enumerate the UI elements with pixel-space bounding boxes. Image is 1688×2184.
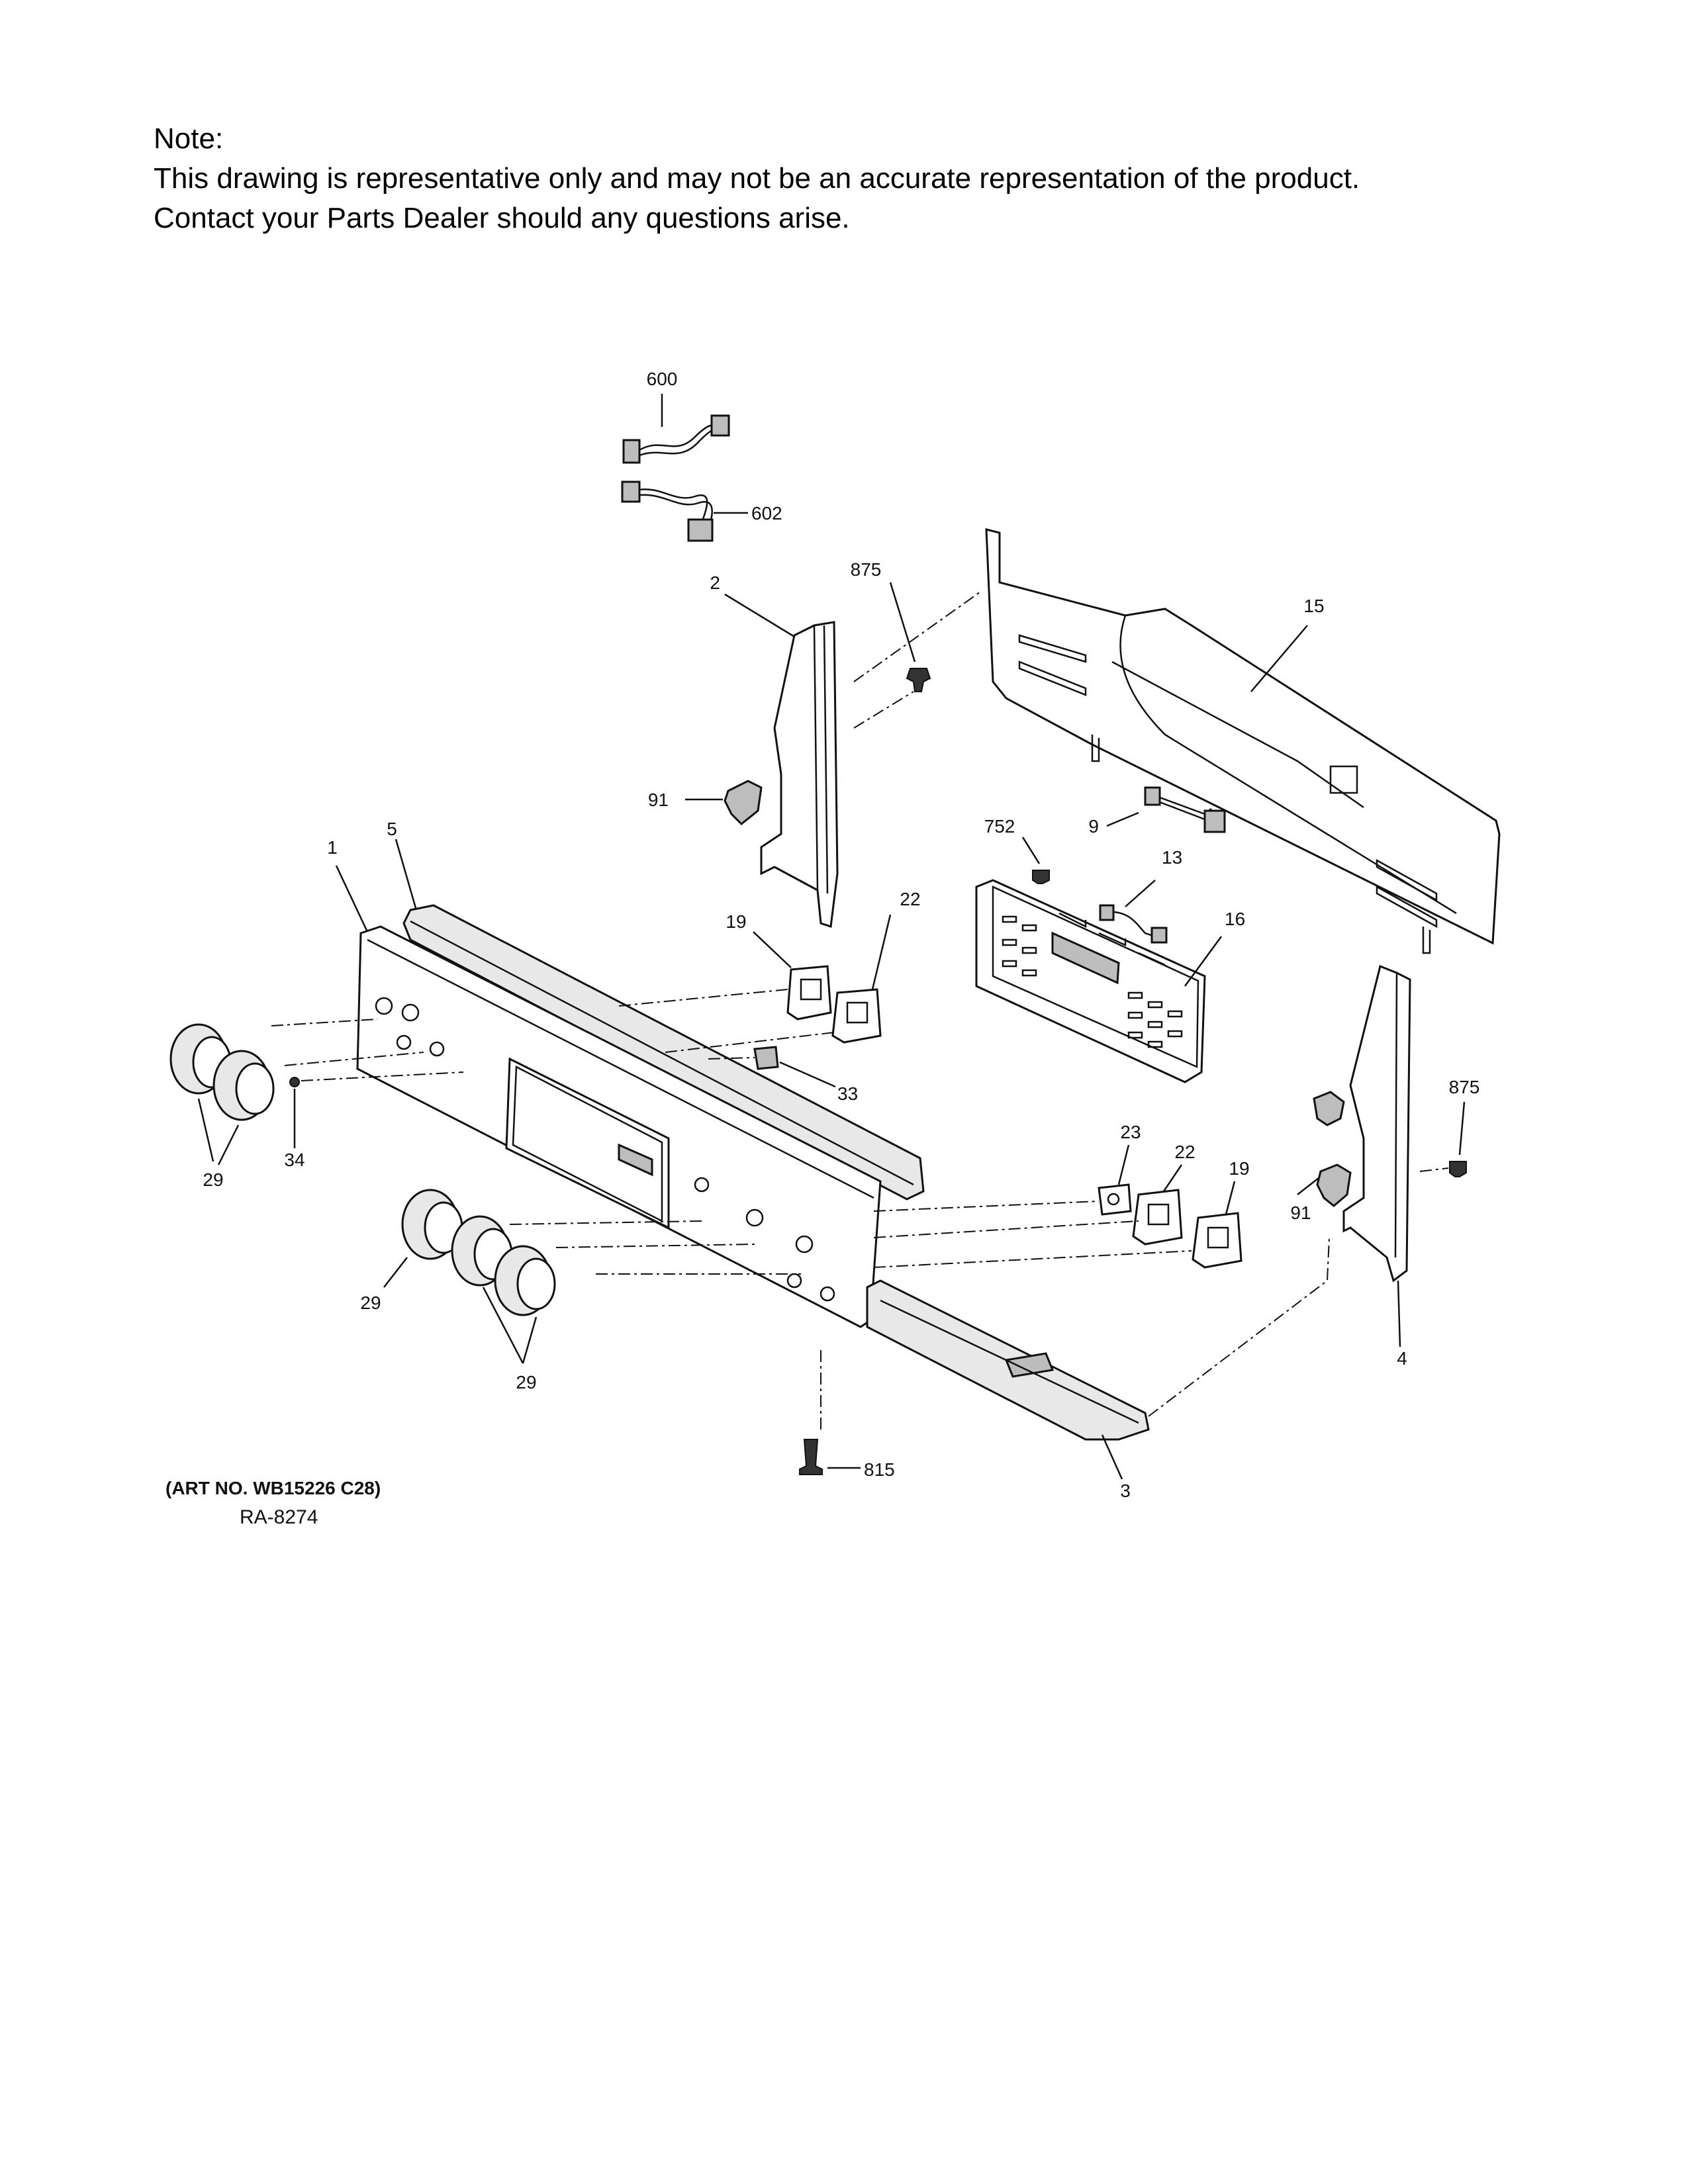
knob-29-mid-b <box>451 1215 513 1287</box>
switch-22-bottom <box>1132 1189 1183 1246</box>
callout-91-left: 91 <box>648 790 669 810</box>
screw-875-top <box>906 668 931 692</box>
harness-9 <box>1144 786 1226 833</box>
switch-19-top <box>786 965 832 1021</box>
callout-15: 15 <box>1303 596 1324 616</box>
pin-34 <box>289 1077 300 1087</box>
callout-2: 2 <box>710 572 720 593</box>
switch-22-top <box>831 988 882 1044</box>
control-board-16 <box>975 879 1206 1083</box>
callout-9: 9 <box>1088 816 1099 837</box>
wire-harness-600 <box>622 414 730 464</box>
callout-19-top: 19 <box>726 911 746 932</box>
callout-22-top: 22 <box>900 889 920 909</box>
note-line-2: Contact your Parts Dealer should any que… <box>154 202 850 234</box>
bracket-2 <box>760 621 839 929</box>
note-line-1: This drawing is representative only and … <box>154 162 1360 195</box>
callout-19-bottom: 19 <box>1229 1158 1249 1179</box>
switch-33 <box>753 1046 779 1070</box>
callout-29-left: 29 <box>203 1169 223 1190</box>
trim-5 <box>402 904 925 1201</box>
callout-13: 13 <box>1162 847 1182 868</box>
callout-34: 34 <box>284 1150 305 1170</box>
callout-5: 5 <box>387 819 397 839</box>
screw-815 <box>799 1439 823 1475</box>
callout-4: 4 <box>1397 1348 1407 1369</box>
callout-875-top: 875 <box>851 559 882 580</box>
rear-panel-15 <box>985 528 1501 954</box>
switch-19-bottom <box>1192 1212 1243 1269</box>
ra-number: RA-8274 <box>240 1506 318 1528</box>
control-panel-1 <box>356 925 882 1328</box>
callout-29-bottom: 29 <box>516 1372 536 1392</box>
knob-29-mid-c <box>494 1245 556 1316</box>
callout-29-mid: 29 <box>360 1293 381 1313</box>
callout-23: 23 <box>1120 1122 1141 1142</box>
callout-600: 600 <box>647 369 678 389</box>
callout-91-right: 91 <box>1290 1203 1311 1223</box>
callout-602: 602 <box>751 503 782 523</box>
callout-875-right: 875 <box>1449 1077 1480 1097</box>
harness-13 <box>1099 904 1168 944</box>
callout-3: 3 <box>1120 1480 1131 1501</box>
trim-3 <box>866 1279 1150 1441</box>
art-number: (ART NO. WB15226 C28) <box>165 1478 381 1498</box>
callout-752: 752 <box>984 816 1015 837</box>
screw-875-right <box>1449 1161 1467 1177</box>
callout-33: 33 <box>837 1083 858 1104</box>
disclaimer-note: Note: This drawing is representative onl… <box>154 119 1643 238</box>
clip-91-right <box>1316 1163 1352 1207</box>
wire-harness-602 <box>621 480 714 542</box>
screw-752 <box>1032 870 1050 884</box>
switch-23 <box>1098 1183 1132 1216</box>
callout-815: 815 <box>864 1459 895 1480</box>
note-heading: Note: <box>154 122 224 155</box>
clip-91-left <box>724 780 763 826</box>
callout-22-bottom: 22 <box>1174 1142 1195 1162</box>
callout-16: 16 <box>1225 909 1245 929</box>
callout-1: 1 <box>327 837 338 858</box>
knob-29-left-b <box>212 1050 275 1121</box>
bracket-4 <box>1313 964 1411 1283</box>
